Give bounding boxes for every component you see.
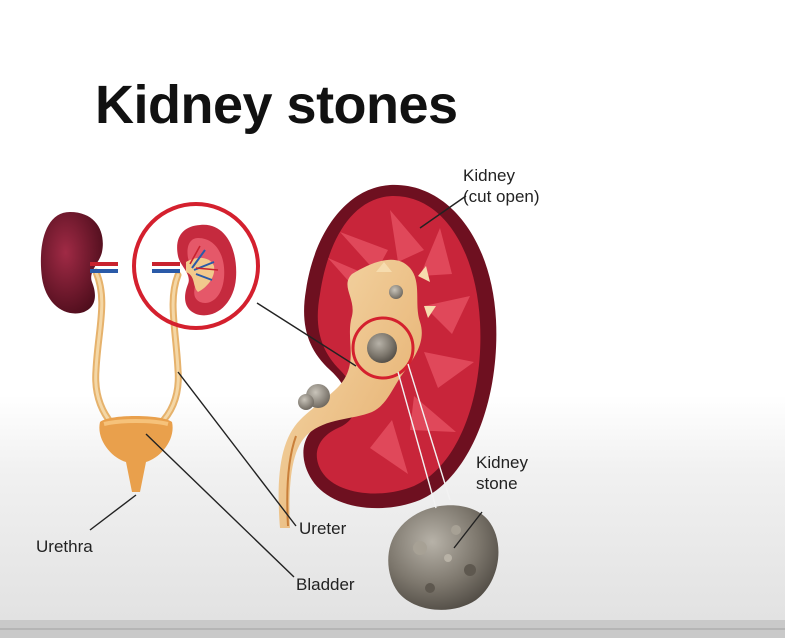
leader-urethra (89, 494, 137, 531)
leader-stone (453, 511, 483, 549)
leader-bladder (145, 433, 295, 578)
urinary-tract (92, 268, 182, 428)
bladder-shape (99, 416, 173, 492)
label-kidney-line1: Kidney (463, 166, 515, 185)
label-kidney-line2: (cut open) (463, 187, 540, 206)
leader-ureter (177, 371, 297, 527)
video-progress-bar[interactable] (0, 620, 785, 638)
leader-small-to-large (256, 302, 357, 367)
label-kidney-stone: Kidney stone (476, 452, 528, 494)
right-kidney-circled (152, 224, 237, 316)
label-stone-line2: stone (476, 474, 518, 493)
label-kidney: Kidney (cut open) (463, 165, 540, 207)
label-bladder: Bladder (296, 575, 355, 594)
stone-callout-lines (397, 363, 451, 509)
leader-kidney (419, 195, 467, 229)
kidney-cross-section (278, 184, 497, 528)
label-ureter: Ureter (299, 519, 347, 538)
callout-circle-small (132, 202, 260, 330)
progress-track[interactable] (0, 628, 785, 630)
page-title: Kidney stones (95, 75, 458, 135)
leader-lines (89, 195, 483, 578)
left-kidney (40, 212, 118, 314)
callout-circle-large (351, 316, 415, 380)
label-urethra: Urethra (36, 537, 93, 556)
kidney-stone-illustration (388, 505, 499, 610)
label-stone-line1: Kidney (476, 453, 528, 472)
